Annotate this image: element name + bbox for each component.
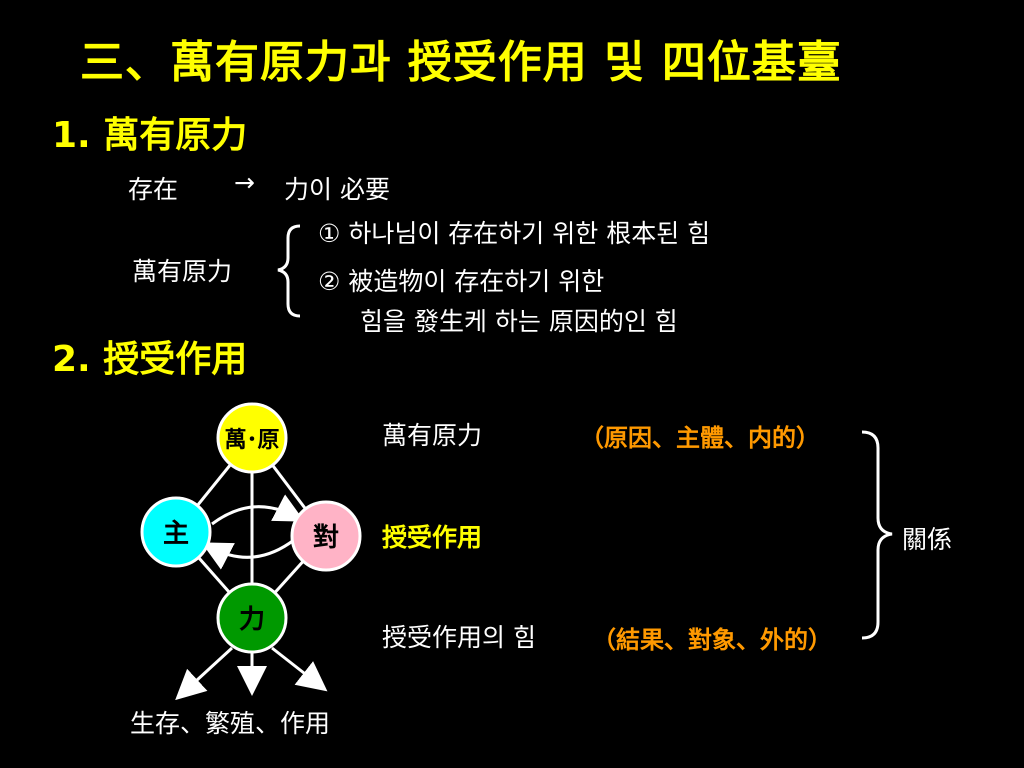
node-bottom-label: 力 — [239, 605, 265, 635]
result-text: 生存、繁殖、作用 — [130, 709, 331, 738]
row3-note: （結果、對象、外的） — [592, 626, 832, 654]
node-bottom-circle — [216, 582, 288, 654]
definition-item-2: ② 被造物이 存在하기 위한 — [318, 267, 605, 296]
right-brace-icon — [861, 430, 893, 640]
node-right-circle — [290, 500, 362, 572]
node-right-label: 對 — [313, 523, 339, 553]
page-title: 三、萬有原力과 授受作用 및 四位基臺 — [80, 37, 842, 88]
node-top-circle — [216, 402, 288, 474]
row1-label: 萬有原力 — [382, 421, 483, 450]
definition-item-2-cont: 힘을 發生케 하는 原因的인 힘 — [360, 307, 678, 336]
output-arrow-right-icon — [271, 646, 328, 692]
output-arrow-left-icon — [175, 646, 234, 701]
node-left-label: 主 — [163, 519, 189, 549]
node-top-label: 萬･原 — [224, 428, 279, 453]
definition-item-1: ① 하나님이 存在하기 위한 根本된 힘 — [318, 219, 711, 248]
receive-arrow-icon — [201, 538, 295, 570]
force-needed-text: 力이 必要 — [284, 175, 390, 204]
existence-label: 存在 — [128, 175, 179, 204]
relation-label: 關係 — [902, 525, 953, 554]
right-arrow-icon: → — [234, 168, 255, 197]
node-left-circle — [140, 496, 212, 568]
universal-prime-force-label: 萬有原力 — [132, 257, 233, 286]
give-arrow-icon — [211, 494, 305, 526]
section1-heading: 1. 萬有原力 — [52, 115, 248, 156]
row3-label: 授受作用의 힘 — [382, 623, 536, 652]
left-brace-icon — [277, 224, 301, 318]
row1-note: （原因、主體、内的） — [580, 424, 820, 452]
section2-heading: 2. 授受作用 — [52, 339, 248, 380]
row2-label: 授受作用 — [382, 523, 483, 552]
